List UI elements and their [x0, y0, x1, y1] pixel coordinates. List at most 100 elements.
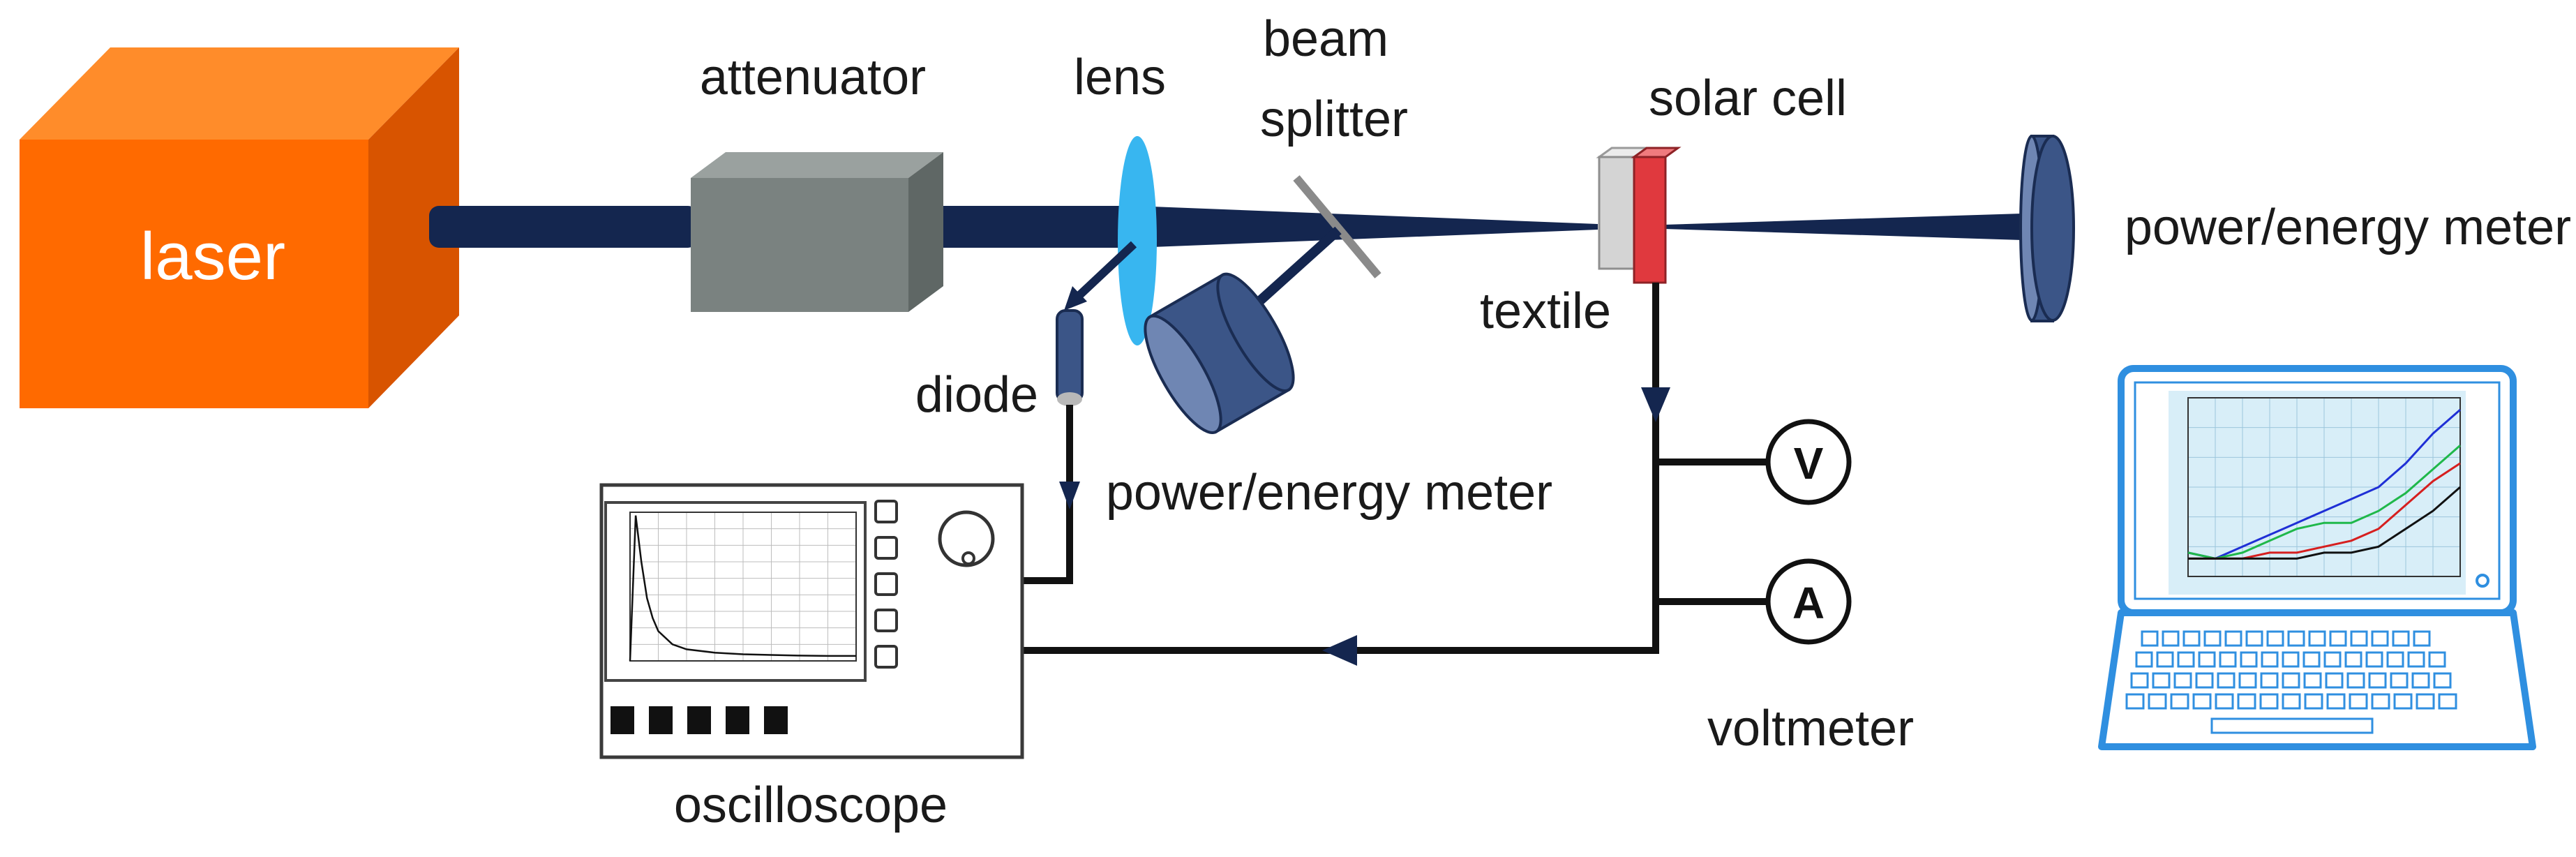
laptop-key: [2329, 630, 2347, 647]
osc-key: [726, 706, 749, 734]
laser-label: laser: [140, 219, 285, 294]
diode-body: [1056, 309, 1084, 403]
oscilloscope-buttons: [874, 500, 898, 669]
beam-to-diode: [1074, 241, 1137, 300]
laser-front-face: [20, 140, 368, 408]
plot-frame: [629, 512, 857, 662]
textile-layer: [1598, 156, 1635, 270]
laptop-key: [2170, 693, 2189, 710]
osc-side-button: [874, 572, 898, 596]
laptop-key: [2346, 672, 2365, 689]
laptop-key: [2219, 651, 2237, 668]
laptop-key: [2215, 693, 2234, 710]
laptop-keyboard: [2125, 630, 2457, 734]
solar-cell-label: solar cell: [1649, 70, 1847, 126]
power-meter-right: power/energy meter: [2019, 135, 2571, 322]
beam-diverging-cone: [1664, 213, 2044, 241]
laptop-key: [2368, 672, 2387, 689]
power-meter-mid-cap: [1216, 272, 1295, 392]
osc-side-button: [874, 609, 898, 632]
solar-cell-stack: solar cell textile: [1480, 70, 1847, 339]
laptop-key: [2217, 672, 2236, 689]
laptop-key: [2371, 693, 2390, 710]
power-meter-mid: [1144, 272, 1295, 434]
laptop-key: [2386, 651, 2404, 668]
beam-to-diode-arrowhead: [1064, 286, 1087, 311]
power-meter-right-back: [2030, 135, 2075, 322]
laptop-key: [2365, 651, 2383, 668]
laptop-key: [2428, 651, 2446, 668]
laptop-key: [2260, 672, 2279, 689]
diode: diode: [915, 309, 1084, 423]
oscilloscope-bottom-keys: [611, 706, 788, 734]
laptop-plot: [2169, 391, 2466, 595]
laptop-key: [2282, 693, 2301, 710]
laptop-key: [2152, 672, 2171, 689]
textile-label: textile: [1480, 283, 1611, 339]
laptop-key: [2141, 630, 2159, 647]
laser-beam: [429, 206, 2044, 248]
series-line: [2187, 445, 2461, 560]
laptop-key: [2135, 651, 2153, 668]
wire-arrow-left: [1322, 635, 1357, 666]
laptop-key: [2237, 693, 2256, 710]
osc-key: [611, 706, 634, 734]
laptop-key: [2156, 651, 2174, 668]
osc-key: [649, 706, 673, 734]
laser-side-face: [368, 47, 459, 408]
laptop-key: [2308, 630, 2326, 647]
laptop-key: [2245, 630, 2263, 647]
laptop-key: [2304, 693, 2323, 710]
attenuator: attenuator: [691, 50, 943, 312]
laptop-key: [2195, 672, 2214, 689]
lens-shape: [1118, 136, 1157, 345]
osc-key: [764, 706, 788, 734]
plot-background: [2169, 391, 2466, 595]
laptop-key: [2325, 672, 2344, 689]
ammeter-symbol: A: [1765, 558, 1852, 645]
laptop-key: [2130, 672, 2149, 689]
beam-splitter-label-line2: splitter: [1260, 91, 1408, 147]
diode-label: diode: [915, 367, 1038, 423]
laptop-spacebar: [2210, 717, 2374, 734]
laptop-key: [2303, 672, 2322, 689]
laptop-key: [2416, 693, 2435, 710]
laptop-key: [2392, 630, 2410, 647]
laptop-key: [2371, 630, 2389, 647]
beam-splitter: beam splitter: [1260, 11, 1408, 278]
laptop-key: [2282, 651, 2300, 668]
laptop-key: [2125, 693, 2145, 710]
laptop-key: [2433, 672, 2452, 689]
laptop-key: [2390, 672, 2409, 689]
laptop-key: [2261, 651, 2279, 668]
diode-signal-arrow: [1059, 482, 1080, 509]
plot-background: [611, 507, 862, 676]
laptop-key: [2240, 651, 2258, 668]
osc-side-button: [874, 500, 898, 523]
laptop-key: [2407, 651, 2425, 668]
voltmeter-circle: [1765, 419, 1852, 505]
laptop-camera: [2476, 574, 2489, 588]
attenuator-side-face: [908, 152, 943, 312]
laptop-key: [2182, 630, 2201, 647]
laser-top-face: [20, 47, 459, 140]
laptop-key: [2323, 651, 2342, 668]
laptop-key: [2344, 651, 2362, 668]
oscilloscope-label: oscilloscope: [674, 777, 948, 833]
laptop-key: [2413, 630, 2431, 647]
beam-to-meter: [1251, 226, 1342, 310]
attenuator-label: attenuator: [700, 50, 926, 105]
beam-splitter-plate: [1293, 175, 1381, 278]
beam-segment-1: [429, 206, 698, 248]
beam-focus-cone: [1134, 206, 1598, 248]
laptop-key: [2148, 693, 2167, 710]
beam-splitter-label-line1: beam: [1263, 11, 1388, 67]
laptop-key: [2266, 630, 2284, 647]
solar-cell-layer: [1633, 156, 1667, 284]
laptop-key: [2287, 630, 2305, 647]
oscilloscope: oscilloscope: [599, 483, 1024, 833]
wire-diode-to-oscilloscope: [1022, 405, 1073, 584]
attenuator-top-face: [691, 152, 943, 178]
laptop-key: [2350, 630, 2368, 647]
